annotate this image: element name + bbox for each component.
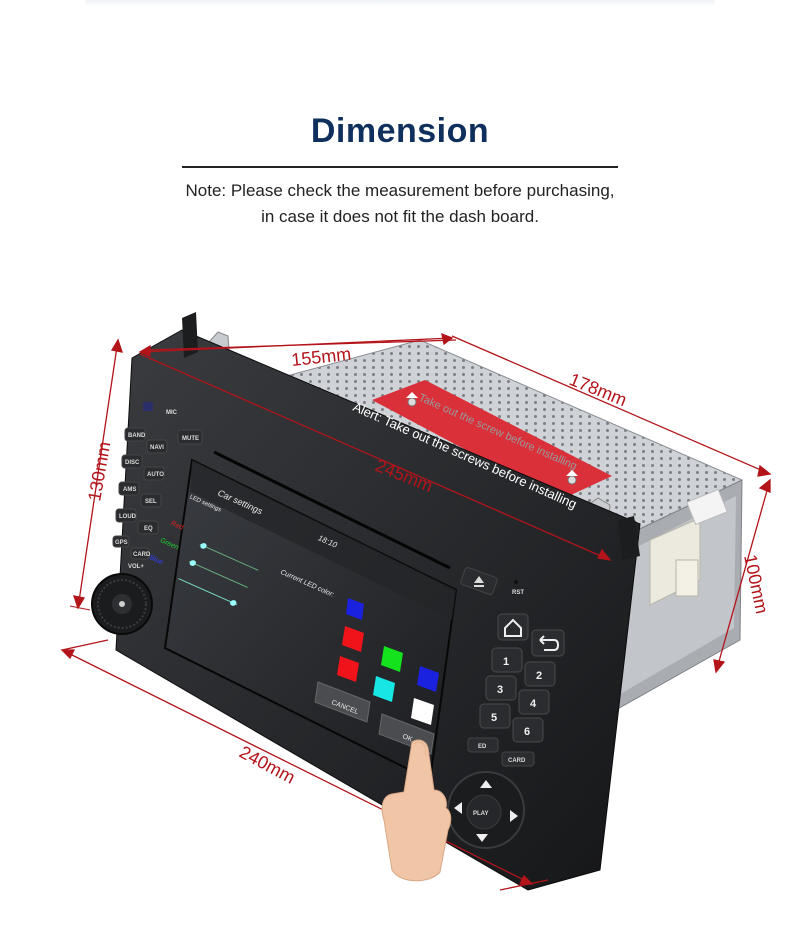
dpad-right-icon (510, 810, 518, 822)
vol-label: VOL+ (128, 564, 144, 570)
svg-text:BAND: BAND (128, 433, 146, 439)
swatch-green[interactable] (381, 646, 403, 672)
swatch-current-blue (346, 598, 364, 620)
left-button-panel: MIC MUTE BAND NAVI DISC AUTO AMS SEL (91, 402, 203, 635)
back-button[interactable] (531, 629, 565, 657)
volume-knob[interactable] (91, 573, 153, 635)
page-title: Dimension (310, 112, 490, 150)
cd-slot (213, 450, 451, 570)
sel-button[interactable]: SEL (140, 493, 162, 508)
note-line-1: Note: Please check the measurement befor… (185, 181, 615, 200)
slider-blue-track[interactable] (178, 578, 238, 606)
key-6[interactable]: 6 (512, 717, 544, 743)
svg-text:NAVI: NAVI (150, 445, 164, 451)
reset-hole[interactable] (514, 580, 518, 584)
svg-text:3: 3 (497, 684, 503, 696)
dim-depth: 178mm (567, 369, 630, 410)
top-divider (85, 0, 715, 6)
purchase-note: Note: Please check the measurement befor… (0, 178, 800, 230)
eq-button[interactable]: EQ (137, 520, 159, 535)
card-button-right[interactable]: CARD (501, 751, 535, 767)
slider-green-thumb[interactable] (188, 559, 197, 567)
hand-illustration (381, 739, 452, 882)
slider-blue-thumb[interactable] (229, 599, 238, 607)
swatch-red-1[interactable] (342, 626, 364, 652)
disc-button[interactable]: DISC (121, 454, 143, 469)
svg-text:ED: ED (478, 744, 487, 750)
key-2[interactable]: 2 (524, 661, 556, 687)
slider-label-red: Red (169, 520, 185, 531)
slider-red-thumb[interactable] (199, 542, 208, 550)
key-4[interactable]: 4 (518, 689, 550, 715)
svg-text:2: 2 (536, 670, 542, 682)
svg-text:AUTO: AUTO (147, 472, 164, 478)
svg-text:MUTE: MUTE (182, 436, 199, 442)
slider-green-track[interactable] (188, 561, 248, 588)
svg-text:AMS: AMS (123, 487, 136, 493)
ed-button[interactable]: ED (467, 737, 499, 753)
svg-text:6: 6 (524, 726, 530, 738)
svg-text:CARD: CARD (508, 758, 526, 764)
slider-red-track[interactable] (199, 543, 259, 571)
card-button-left[interactable]: CARD (130, 547, 151, 560)
swatch-white[interactable] (411, 698, 434, 725)
svg-text:1: 1 (503, 656, 509, 668)
screws (406, 392, 578, 485)
note-line-2: in case it does not fit the dash board. (261, 207, 539, 226)
dim-front-height: 130mm (84, 440, 114, 503)
dpad-left-icon (454, 802, 462, 814)
svg-text:EQ: EQ (144, 526, 153, 532)
dpad-up-icon (480, 780, 492, 788)
back-icon (539, 635, 560, 651)
loud-button[interactable]: LOUD (115, 508, 137, 523)
color-swatches (337, 598, 439, 725)
ams-button[interactable]: AMS (118, 481, 140, 496)
key-3[interactable]: 3 (485, 675, 517, 701)
right-control-panel: RST 1 2 3 4 (447, 567, 565, 849)
home-button[interactable] (497, 613, 529, 641)
auto-button[interactable]: AUTO (143, 466, 165, 481)
keypad: 1 2 3 4 5 6 (479, 647, 556, 743)
dimension-lines (60, 332, 772, 891)
key-5[interactable]: 5 (479, 703, 511, 729)
eject-button[interactable] (460, 567, 498, 596)
key-1[interactable]: 1 (491, 647, 523, 673)
svg-text:4: 4 (530, 698, 537, 710)
title-underline (182, 166, 618, 168)
svg-text:SEL: SEL (145, 499, 157, 505)
ok-label: OK (401, 733, 413, 743)
ir-sensor (143, 402, 153, 411)
play-label: PLAY (473, 811, 488, 817)
gps-button[interactable]: GPS (112, 535, 130, 548)
slider-label-blue: Blue (148, 555, 165, 567)
navigation-dpad[interactable]: PLAY (447, 771, 525, 849)
svg-text:LOUD: LOUD (119, 514, 137, 520)
svg-text:CARD: CARD (133, 552, 151, 558)
svg-text:GPS: GPS (115, 540, 128, 546)
svg-text:5: 5 (491, 712, 497, 724)
svg-text:DISC: DISC (125, 460, 140, 466)
mic-label: MIC (166, 410, 178, 416)
band-button[interactable]: BAND (124, 427, 146, 442)
rst-label: RST (512, 590, 524, 596)
swatch-blue[interactable] (417, 666, 439, 692)
swatch-cyan[interactable] (373, 676, 395, 702)
swatch-red-2[interactable] (337, 656, 359, 682)
navi-button[interactable]: NAVI (146, 439, 168, 454)
mute-button[interactable]: MUTE (177, 429, 203, 445)
home-icon (504, 618, 522, 637)
dpad-down-icon (476, 834, 488, 842)
dim-back-height: 100mm (740, 553, 772, 616)
